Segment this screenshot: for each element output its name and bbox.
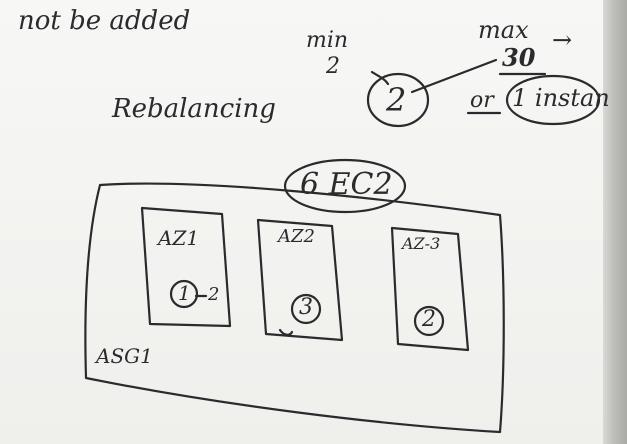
az2-tick (278, 328, 294, 336)
az1-count: 1 (178, 281, 191, 305)
az3-label: AZ-3 (402, 234, 441, 253)
az1-box-outline (140, 206, 232, 328)
min-value: 2 (326, 54, 340, 79)
az3-box-outline (390, 226, 470, 352)
max-label: max (478, 16, 529, 44)
ec2-circle (283, 158, 407, 214)
top-note: not be added (18, 6, 191, 36)
max-arrow: → (552, 26, 573, 54)
max-to-desired-line (410, 58, 498, 94)
desired-tick (370, 70, 390, 86)
az2-box-outline (256, 218, 344, 342)
az2-count: 3 (299, 295, 313, 320)
rebalancing-label: Rebalancing (112, 94, 276, 124)
az3-count: 2 (422, 307, 436, 332)
az1-label: AZ1 (158, 226, 200, 250)
instance-text: 1 instan (512, 84, 610, 112)
az2-label: AZ2 (278, 226, 315, 247)
whiteboard-frame-edge (603, 0, 627, 444)
az2-count-circle (290, 293, 322, 325)
az1-count-circle (169, 279, 199, 309)
max-value: 30 (502, 43, 536, 72)
asg-label: ASG1 (96, 344, 153, 368)
instance-circle (505, 74, 601, 126)
min-label: min (306, 28, 349, 53)
az3-count-circle (413, 305, 445, 337)
or-text: or (470, 88, 494, 113)
desired-circle (366, 72, 430, 128)
ec2-label: 6 EC2 (300, 167, 393, 202)
desired-value: 2 (386, 81, 407, 119)
az1-extra: 2 (208, 284, 220, 305)
asg-box-outline (84, 182, 505, 434)
